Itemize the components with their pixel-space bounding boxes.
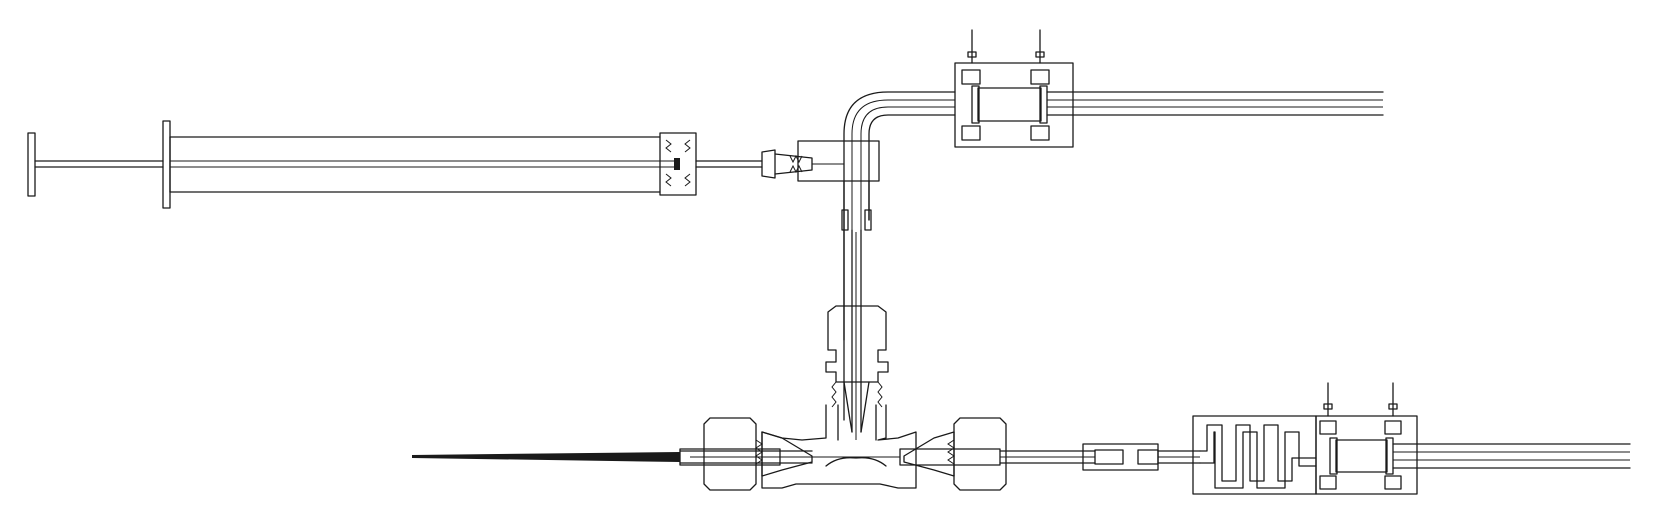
plunger-thumb-rest — [27, 132, 36, 197]
compression-nut — [825, 305, 889, 433]
luer-hub — [761, 149, 776, 179]
cap-thread-top — [665, 139, 691, 153]
luer-fitting — [761, 140, 880, 182]
serpentine-mixer — [1192, 415, 1317, 495]
syringe-tee-housing — [797, 140, 880, 182]
elbow-tube — [843, 91, 956, 341]
tee-left-nut — [703, 417, 757, 491]
needle-shaft — [412, 452, 680, 462]
nut-body — [825, 305, 889, 383]
barrel-flange — [162, 120, 171, 209]
upper-valve-block — [954, 29, 1384, 148]
right-sleeve — [899, 448, 1001, 466]
lower-valve-block — [1315, 382, 1631, 495]
lower-valve-body — [1315, 415, 1418, 495]
right-ferrule — [903, 431, 955, 477]
cap-thread-bottom — [665, 173, 691, 187]
tee-body — [761, 404, 917, 489]
syringe-tip-cap — [659, 132, 697, 196]
luer-cone — [774, 153, 813, 175]
syringe — [27, 120, 763, 209]
needle — [412, 448, 900, 466]
elbow-inner-wall — [868, 114, 956, 221]
right-capillary — [899, 448, 1096, 466]
capillary-band-right — [864, 209, 872, 231]
luer-threads — [789, 154, 803, 174]
vertical-capillary — [841, 180, 872, 440]
upper-valve-body — [954, 62, 1074, 148]
tee-bore — [825, 457, 887, 467]
capillary-band-left — [841, 209, 849, 231]
mixer-chip — [1192, 415, 1317, 495]
left-ferrule — [761, 431, 813, 477]
syringe-barrel — [169, 136, 661, 193]
tip-seal — [674, 158, 680, 170]
nut-threads — [831, 381, 883, 408]
upper-valve-core — [977, 87, 1042, 122]
tee-union — [703, 404, 1007, 491]
connector-sleeve — [1082, 443, 1201, 471]
serpentine-channel-inner — [1199, 431, 1317, 489]
lower-valve-core — [1335, 439, 1388, 473]
tee-right-nut — [953, 417, 1007, 491]
nut-ferrule — [843, 381, 870, 433]
elbow-outer-wall — [843, 91, 956, 341]
